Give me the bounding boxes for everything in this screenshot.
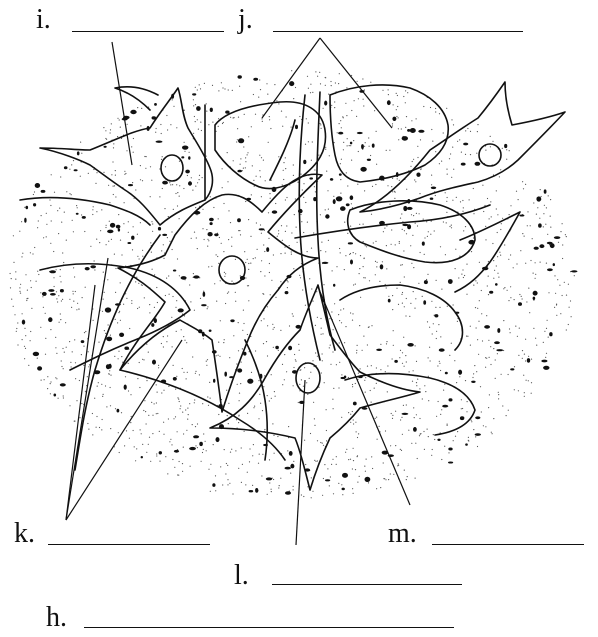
pointer-k-1 xyxy=(66,258,108,520)
label-h: h. xyxy=(46,604,67,632)
blank-k[interactable] xyxy=(48,544,210,545)
left-upper-process xyxy=(20,198,150,225)
blank-h[interactable] xyxy=(84,627,454,628)
stipple-texture xyxy=(10,70,575,498)
blank-j[interactable] xyxy=(273,31,523,32)
pointer-j-left xyxy=(262,38,320,118)
lower-neuron-outline xyxy=(210,285,420,490)
label-i: i. xyxy=(36,6,51,34)
label-l: l. xyxy=(234,562,249,590)
upper-left-nucleus xyxy=(161,155,183,181)
right-lower-process xyxy=(340,285,463,350)
upper-left-neuron-outline xyxy=(40,88,212,225)
middle-right-process-loop xyxy=(348,201,475,263)
central-neuron-outline xyxy=(118,174,322,412)
label-k: k. xyxy=(14,520,35,548)
blank-l[interactable] xyxy=(272,584,462,585)
pointer-k-2 xyxy=(66,285,95,520)
right-outer-process xyxy=(455,212,520,292)
pointer-i xyxy=(112,42,132,165)
long-fiber-d xyxy=(295,205,490,238)
right-nucleus xyxy=(479,144,501,166)
blank-m[interactable] xyxy=(432,544,584,545)
central-nucleus xyxy=(219,256,245,284)
long-fiber-g xyxy=(270,120,295,180)
right-neuron-outline xyxy=(360,82,565,212)
upper-right-process-loop xyxy=(330,85,448,182)
pointer-m xyxy=(318,287,410,505)
pointer-l xyxy=(296,380,305,545)
center-down-process xyxy=(245,340,267,460)
blank-i[interactable] xyxy=(72,31,224,32)
pointer-k-3 xyxy=(66,340,182,520)
long-fiber-e xyxy=(120,370,285,460)
left-lower-process xyxy=(40,264,190,370)
dark-specks xyxy=(22,75,578,495)
label-j: j. xyxy=(238,6,253,34)
lower-nucleus xyxy=(296,363,320,393)
lower-right-process xyxy=(345,374,475,435)
label-m: m. xyxy=(388,520,417,548)
